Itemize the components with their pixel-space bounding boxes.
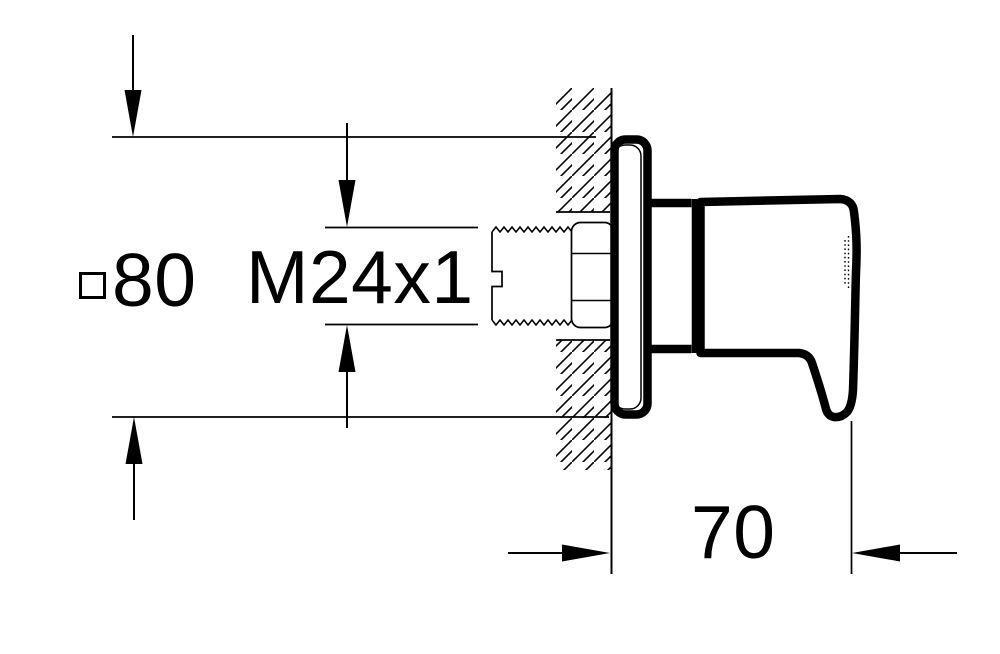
thread-zigzag-top [491, 225, 573, 234]
dimension-label-depth: 70 [691, 490, 776, 574]
arrow-head-plate-top [124, 90, 142, 137]
arrow-head-thread-top [338, 180, 356, 227]
arrow-head-plate-bottom [125, 417, 143, 464]
wall-hatch-upper [556, 88, 611, 212]
escutcheon-plate [610, 135, 652, 419]
dimension-label-plate-size: 80 [112, 238, 197, 322]
grip-outline [696, 194, 861, 422]
thread-stem-body [492, 232, 571, 320]
cartridge-flange [570, 221, 615, 329]
arrow-head-depth-right [852, 544, 900, 562]
wall-hatch-lower [556, 340, 611, 470]
arrow-head-thread-bottom [338, 325, 356, 372]
arrow-head-depth-left [562, 544, 610, 562]
handle [650, 194, 861, 422]
plate-outline [610, 135, 652, 419]
square-symbol-icon [79, 272, 106, 299]
stem-end-notch [491, 232, 503, 320]
thread-zigzag-bottom [491, 318, 573, 327]
dimension-lines [112, 136, 853, 574]
plate-face-contour [613, 144, 642, 410]
valve-cartridge [491, 221, 615, 329]
dimension-label-thread: M24x1 [246, 235, 474, 319]
wall-section [556, 88, 613, 574]
dimension-arrows [124, 35, 957, 562]
